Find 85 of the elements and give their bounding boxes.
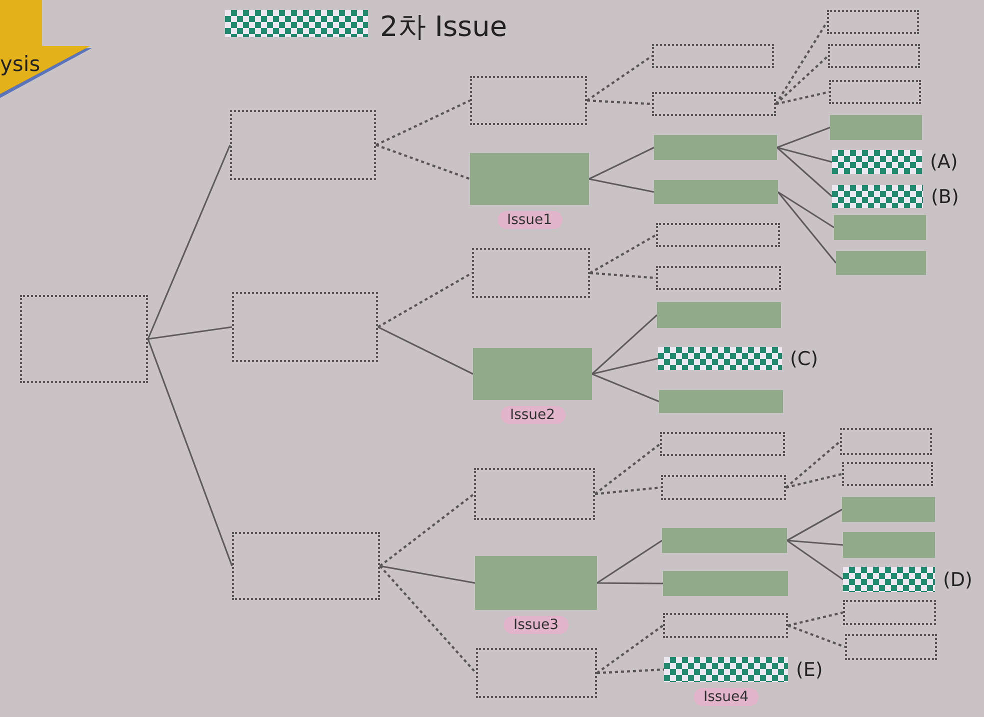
dotted-box [828, 44, 920, 68]
connector-line [788, 624, 846, 648]
arrow-banner [0, 0, 92, 98]
connector-line [596, 624, 664, 674]
issue-box [654, 135, 777, 160]
connector-line [776, 90, 830, 106]
issue-box [834, 215, 926, 240]
connector-line [597, 582, 663, 584]
connector-line [592, 358, 658, 375]
legend-text: 2차 Issue [380, 9, 508, 45]
item-label: (D) [943, 568, 972, 590]
connector-line [786, 508, 842, 542]
issue-box [836, 251, 926, 275]
connector-line [379, 493, 475, 567]
connector-line [776, 146, 833, 198]
connector-line [589, 234, 657, 274]
dotted-box [663, 613, 788, 638]
dotted-box [652, 92, 776, 116]
dotted-box [470, 76, 587, 125]
connector-line [147, 144, 231, 340]
dotted-box [232, 532, 380, 600]
issue-box [663, 571, 788, 596]
issue-box [830, 115, 922, 140]
dotted-box [652, 44, 774, 68]
issue-box [843, 532, 935, 558]
connector-line [591, 314, 658, 375]
dotted-box [474, 468, 595, 520]
dotted-box [660, 432, 785, 456]
issue-box [662, 528, 787, 553]
connector-line [776, 126, 830, 148]
connector-line [586, 99, 652, 106]
connector-line [380, 565, 476, 584]
connector-line [596, 668, 664, 674]
issue-tag: Issue1 [496, 211, 562, 229]
issue-box [657, 302, 781, 328]
connector-line [785, 440, 841, 488]
connector-line [786, 540, 844, 580]
issue-tag: Issue4 [693, 688, 759, 706]
item-label: (B) [931, 186, 959, 208]
connector-line [586, 55, 653, 102]
dotted-box [845, 634, 937, 660]
item-label: (C) [790, 348, 818, 370]
connector-line [376, 144, 470, 180]
connector-line [377, 272, 473, 328]
issue-box [654, 180, 778, 204]
connector-line [775, 21, 828, 105]
connector-line [788, 611, 844, 627]
issue-box [659, 390, 783, 413]
issue-tag: Issue2 [500, 406, 566, 424]
dotted-box [843, 600, 936, 625]
connector-line [376, 100, 470, 146]
connector-line [776, 146, 832, 163]
connector-line [588, 146, 654, 180]
dotted-box [20, 295, 148, 383]
connector-line [378, 326, 474, 375]
dotted-box [829, 80, 921, 104]
issue-tag: Issue3 [503, 616, 569, 634]
connector-line [590, 272, 656, 280]
dotted-box [476, 648, 597, 698]
connector-line [775, 55, 829, 105]
item-label: (A) [930, 151, 958, 173]
banner-text: ysis [0, 52, 40, 76]
dotted-box [472, 248, 590, 298]
connector-line [778, 191, 834, 228]
dotted-box [842, 462, 933, 486]
connector-line [786, 540, 844, 546]
dotted-box [656, 266, 781, 290]
dotted-box [232, 292, 378, 362]
connector-line [594, 486, 662, 496]
issue-box [842, 497, 935, 522]
connector-line [596, 540, 662, 584]
item-label: (E) [796, 658, 823, 680]
dotted-box [840, 428, 932, 455]
connector-line [594, 443, 661, 495]
connector-line [379, 565, 477, 674]
connector-line [786, 472, 842, 489]
connector-line [148, 326, 232, 340]
connector-line [588, 178, 654, 193]
dotted-box [827, 10, 919, 34]
dotted-box [656, 223, 780, 247]
connector-line [592, 373, 660, 402]
connector-line [777, 192, 837, 264]
connector-line [147, 338, 233, 566]
dotted-box [230, 110, 376, 180]
dotted-box [661, 475, 786, 500]
